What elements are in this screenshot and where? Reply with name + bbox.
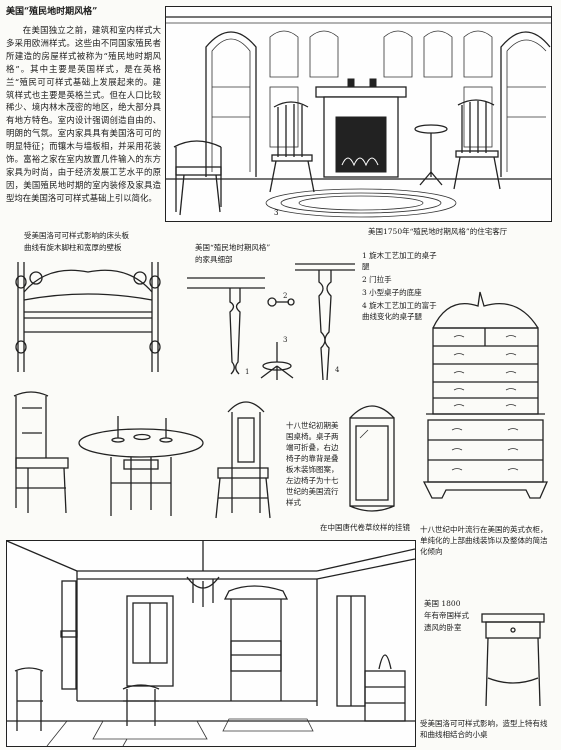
living-room-1750-illustration: 3 <box>165 6 552 222</box>
detail-label-3: 3 <box>283 336 287 344</box>
detail-title-line2: 的家具细部 <box>195 255 233 264</box>
caption-chairs: 十八世纪初期美国桌椅。桌子两端可折叠，右边椅子的靠背是叠板木装饰图案，左边椅子为… <box>286 421 339 507</box>
detail-label-1: 1 <box>245 368 249 376</box>
caption-living-room: 美国1750年“殖民地时期风格”的住宅客厅 <box>368 227 508 236</box>
detail-label-4: 4 <box>335 366 340 374</box>
detail-list-item: 1 旋木工艺加工的桌子腿 <box>362 251 437 271</box>
detail-list-item: 2 门拉手 <box>362 275 392 284</box>
small-table-illustration <box>478 608 548 712</box>
caption-headboard-line2: 曲线有旋木脚柱和宽厚的壁板 <box>24 243 122 252</box>
caption-highboy: 十八世纪中叶流行在美国的英式衣柜，单纯化的上部曲线装饰以及整体的简洁化倾向 <box>420 525 548 556</box>
caption-bedroom-line3: 遗风的卧室 <box>424 623 462 632</box>
intro-body: 在美国独立之前，建筑和室内样式大多采用欧洲样式。这些由不同国家殖民者所建造的房屋… <box>6 25 161 203</box>
caption-small-table: 受美国洛可可样式影响，造型上特有线和曲线相结合的小桌 <box>420 719 548 739</box>
chairs-table-illustration <box>6 388 286 528</box>
detail-list-item: 3 小型桌子的底座 <box>362 288 422 297</box>
mirror-illustration <box>342 398 402 516</box>
figure-number-3: 3 <box>274 209 278 217</box>
detail-list: 1 旋木工艺加工的桌子腿 2 门拉手 3 小型桌子的底座 4 旋木工艺加工的富于… <box>362 250 438 322</box>
headboard-illustration <box>8 252 168 382</box>
bedroom-1800-illustration <box>6 540 416 747</box>
caption-bedroom-line1: 美国 1800 <box>424 599 461 608</box>
caption-bedroom-line2: 年有帝国样式 <box>424 611 469 620</box>
caption-headboard-line1: 受美国洛可可样式影响的床头板 <box>24 231 129 240</box>
furniture-detail-illustration: 1 2 3 4 <box>185 262 360 392</box>
detail-list-item: 4 旋木工艺加工的富于曲线变化的桌子腿 <box>362 301 437 321</box>
intro-heading: 美国“殖民地时期风格” <box>6 7 98 17</box>
caption-mirror: 在中国唐代卷草纹样的挂镜 <box>320 523 410 532</box>
detail-title-line1: 美国“殖民地时期风格” <box>195 243 271 252</box>
detail-label-2: 2 <box>283 292 287 300</box>
highboy-illustration <box>418 288 553 510</box>
